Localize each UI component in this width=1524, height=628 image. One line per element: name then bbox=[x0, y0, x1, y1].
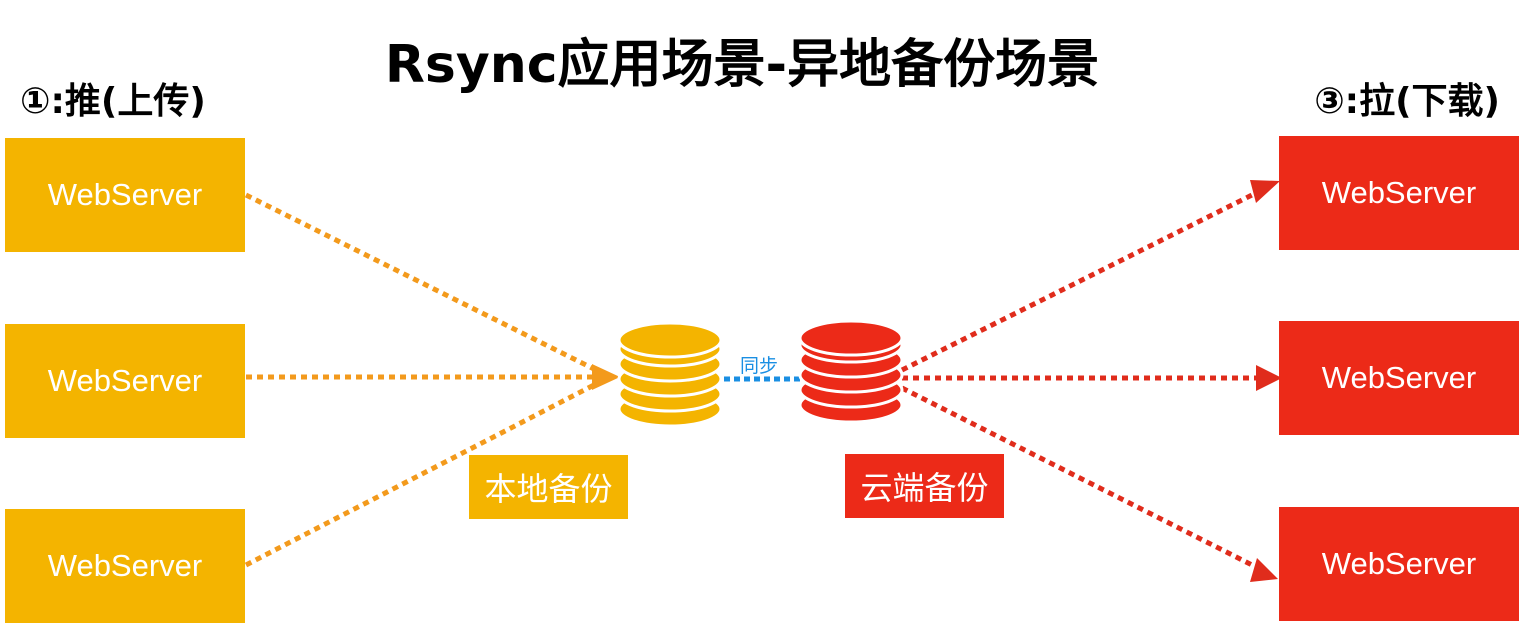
local-backup-label: 本地备份 bbox=[469, 455, 628, 519]
push-arrow-1 bbox=[244, 192, 596, 372]
local-backup-database-icon bbox=[617, 321, 723, 428]
pull-arrowhead-1 bbox=[1250, 180, 1280, 203]
pull-arrowhead-2 bbox=[1256, 365, 1282, 391]
push-arrowhead bbox=[592, 364, 620, 390]
push-upload-label: ①:推(上传) bbox=[20, 81, 206, 122]
pull-download-label: ③:拉(下载) bbox=[1314, 81, 1500, 122]
pull-arrowhead-3 bbox=[1250, 558, 1278, 582]
pull-arrow-1 bbox=[900, 187, 1264, 373]
sync-label: 同步 bbox=[740, 355, 778, 377]
pull-arrow-3 bbox=[900, 385, 1260, 571]
right-webserver-1: WebServer bbox=[1279, 136, 1519, 250]
right-webserver-2: WebServer bbox=[1279, 321, 1519, 435]
cloud-backup-label: 云端备份 bbox=[845, 454, 1004, 518]
left-webserver-1: WebServer bbox=[5, 138, 245, 252]
left-webserver-3: WebServer bbox=[5, 509, 245, 623]
left-webserver-2: WebServer bbox=[5, 324, 245, 438]
diagram-title: Rsync应用场景-异地备份场景 bbox=[384, 35, 1100, 95]
cloud-backup-database-icon bbox=[798, 319, 904, 424]
right-webserver-3: WebServer bbox=[1279, 507, 1519, 621]
